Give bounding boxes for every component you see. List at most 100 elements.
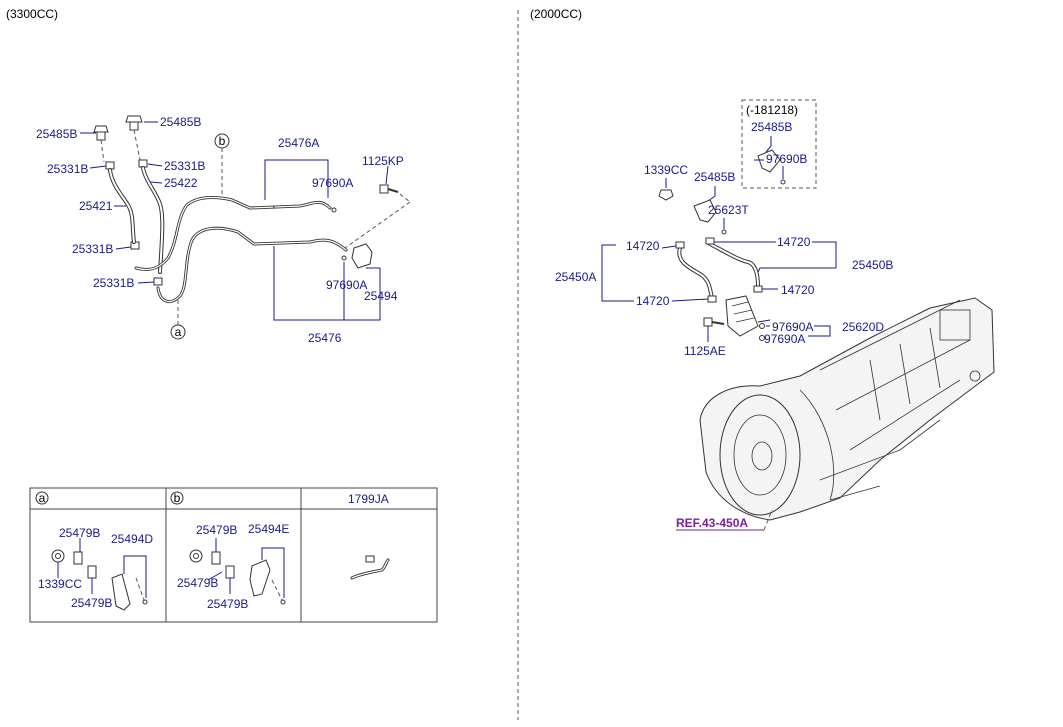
clamp-14720-3[interactable] xyxy=(707,295,717,303)
label-25485B-right[interactable]: 25485B xyxy=(160,115,201,129)
detail-table: a b 1799JA 25479B 25494D 1339CC 25479B xyxy=(29,487,438,623)
fitting-25485B-right[interactable] xyxy=(125,115,143,131)
header-2000cc: (2000CC) xyxy=(530,7,582,21)
leader-25494D xyxy=(123,555,147,598)
label-25494E[interactable]: 25494E xyxy=(248,522,289,536)
right-assembly: (-181218) 25485B 97690B 1339CC 25485B 25… xyxy=(555,99,995,531)
hose-25450B[interactable] xyxy=(708,242,760,288)
bracket-25494D[interactable] xyxy=(111,573,131,611)
label-25485B-box[interactable]: 25485B xyxy=(751,120,792,134)
leader xyxy=(149,181,163,184)
cooler-25620D[interactable] xyxy=(725,295,759,337)
table-header-b: b xyxy=(174,491,181,505)
label-25476[interactable]: 25476 xyxy=(308,331,342,345)
label-14720-4[interactable]: 14720 xyxy=(781,283,815,297)
valve-cover xyxy=(939,309,971,341)
hose-25422[interactable] xyxy=(141,166,165,274)
leader-25450B xyxy=(757,267,836,273)
label-25479B-b2[interactable]: 25479B xyxy=(177,576,218,590)
o-ring-97690A-1[interactable] xyxy=(331,207,337,213)
label-25331B-2[interactable]: 25331B xyxy=(164,159,205,173)
leader-dash xyxy=(344,201,411,249)
hose-25421[interactable] xyxy=(108,168,136,244)
label-25331B-4[interactable]: 25331B xyxy=(93,276,134,290)
leader-25476 xyxy=(273,246,381,321)
label-25421[interactable]: 25421 xyxy=(79,199,113,213)
o-ring-25623T[interactable] xyxy=(721,229,727,235)
pipe-25476A[interactable] xyxy=(134,196,332,272)
clamp-14720-2[interactable] xyxy=(705,237,715,245)
label-1339CC[interactable]: 1339CC xyxy=(38,577,82,591)
header-3300cc: (3300CC) xyxy=(6,7,58,21)
o-ring-97690B[interactable] xyxy=(780,179,786,185)
cell-a-parts: 25479B 25494D 1339CC 25479B xyxy=(38,526,153,611)
o-ring-97690A-2[interactable] xyxy=(341,255,347,261)
label-97690A-2[interactable]: 97690A xyxy=(326,278,367,292)
label-25331B-1[interactable]: 25331B xyxy=(47,162,88,176)
label-25494D[interactable]: 25494D xyxy=(111,532,153,546)
clamp-25331B-1[interactable] xyxy=(105,161,115,170)
bolt-small xyxy=(280,599,286,605)
label-97690A-r1[interactable]: 97690A xyxy=(772,320,813,334)
clip-25479B-b1[interactable] xyxy=(211,551,221,565)
label-1125AE[interactable]: 1125AE xyxy=(684,344,726,358)
label-25479B-a2[interactable]: 25479B xyxy=(71,596,112,610)
clip-25479B-1[interactable] xyxy=(73,551,83,565)
ref-43-450A[interactable]: REF.43-450A xyxy=(676,516,748,530)
label-25494[interactable]: 25494 xyxy=(364,289,398,303)
leader-25476A xyxy=(264,159,329,200)
o-ring-97690A-r1[interactable] xyxy=(759,323,765,329)
leader xyxy=(385,165,389,185)
clip-25479B-b2[interactable] xyxy=(225,565,235,579)
label-25422[interactable]: 25422 xyxy=(164,176,198,190)
label-25476A[interactable]: 25476A xyxy=(278,136,319,150)
label-25479B-b1[interactable]: 25479B xyxy=(196,523,237,537)
clamp-25331B-4[interactable] xyxy=(153,277,163,286)
label-25620D[interactable]: 25620D xyxy=(842,320,884,334)
pipe-25476[interactable] xyxy=(156,226,348,304)
label-25450A[interactable]: 25450A xyxy=(555,270,596,284)
label-25450B[interactable]: 25450B xyxy=(852,258,893,272)
left-assembly: b a 25485B 25485B 25331B 25331B 25422 25… xyxy=(36,115,411,345)
label-25485B-left[interactable]: 25485B xyxy=(36,127,77,141)
clamp-14720-1[interactable] xyxy=(675,241,685,249)
label-25623T[interactable]: 25623T xyxy=(708,203,749,217)
label-181218: (-181218) xyxy=(746,103,798,117)
bracket-25494E[interactable] xyxy=(249,559,271,597)
bolt-1125KP[interactable] xyxy=(379,184,399,194)
variant-box xyxy=(741,99,817,189)
label-14720-1[interactable]: 14720 xyxy=(626,239,660,253)
leader-dash xyxy=(135,577,145,601)
washer-1339CC-right[interactable] xyxy=(658,189,674,201)
bolt-1125AE[interactable] xyxy=(703,317,725,327)
label-97690A-1[interactable]: 97690A xyxy=(312,176,353,190)
label-25331B-3[interactable]: 25331B xyxy=(72,242,113,256)
housing-line xyxy=(819,299,961,371)
clamp-25331B-2[interactable] xyxy=(138,159,148,168)
hose-25450A[interactable] xyxy=(677,246,714,300)
leader-dash xyxy=(133,129,141,161)
label-1125KP[interactable]: 1125KP xyxy=(362,154,404,168)
label-25479B-b3[interactable]: 25479B xyxy=(207,597,248,611)
housing-line xyxy=(835,339,971,411)
table-border xyxy=(29,487,438,623)
clip-25479B-2[interactable] xyxy=(87,565,97,579)
transmission-illustration[interactable] xyxy=(699,297,995,521)
connector xyxy=(365,555,375,563)
label-25485B-right[interactable]: 25485B xyxy=(694,170,735,184)
label-97690B[interactable]: 97690B xyxy=(766,152,807,166)
table-header-1799JA[interactable]: 1799JA xyxy=(348,492,389,506)
clamp-14720-4[interactable] xyxy=(753,285,763,293)
fitting-25485B-box[interactable] xyxy=(757,149,781,173)
label-14720-2[interactable]: 14720 xyxy=(777,235,811,249)
leader xyxy=(115,246,132,250)
label-1339CC-right[interactable]: 1339CC xyxy=(644,163,688,177)
label-97690A-r2[interactable]: 97690A xyxy=(764,332,805,346)
label-25479B-a1[interactable]: 25479B xyxy=(59,526,100,540)
fitting-25485B-right[interactable] xyxy=(693,199,717,223)
cell-1799JA-part[interactable] xyxy=(350,555,390,580)
bracket-25494[interactable] xyxy=(351,243,373,269)
leader-25450A xyxy=(601,244,616,276)
label-14720-3[interactable]: 14720 xyxy=(636,294,670,308)
fitting-25485B-left[interactable] xyxy=(93,125,109,141)
